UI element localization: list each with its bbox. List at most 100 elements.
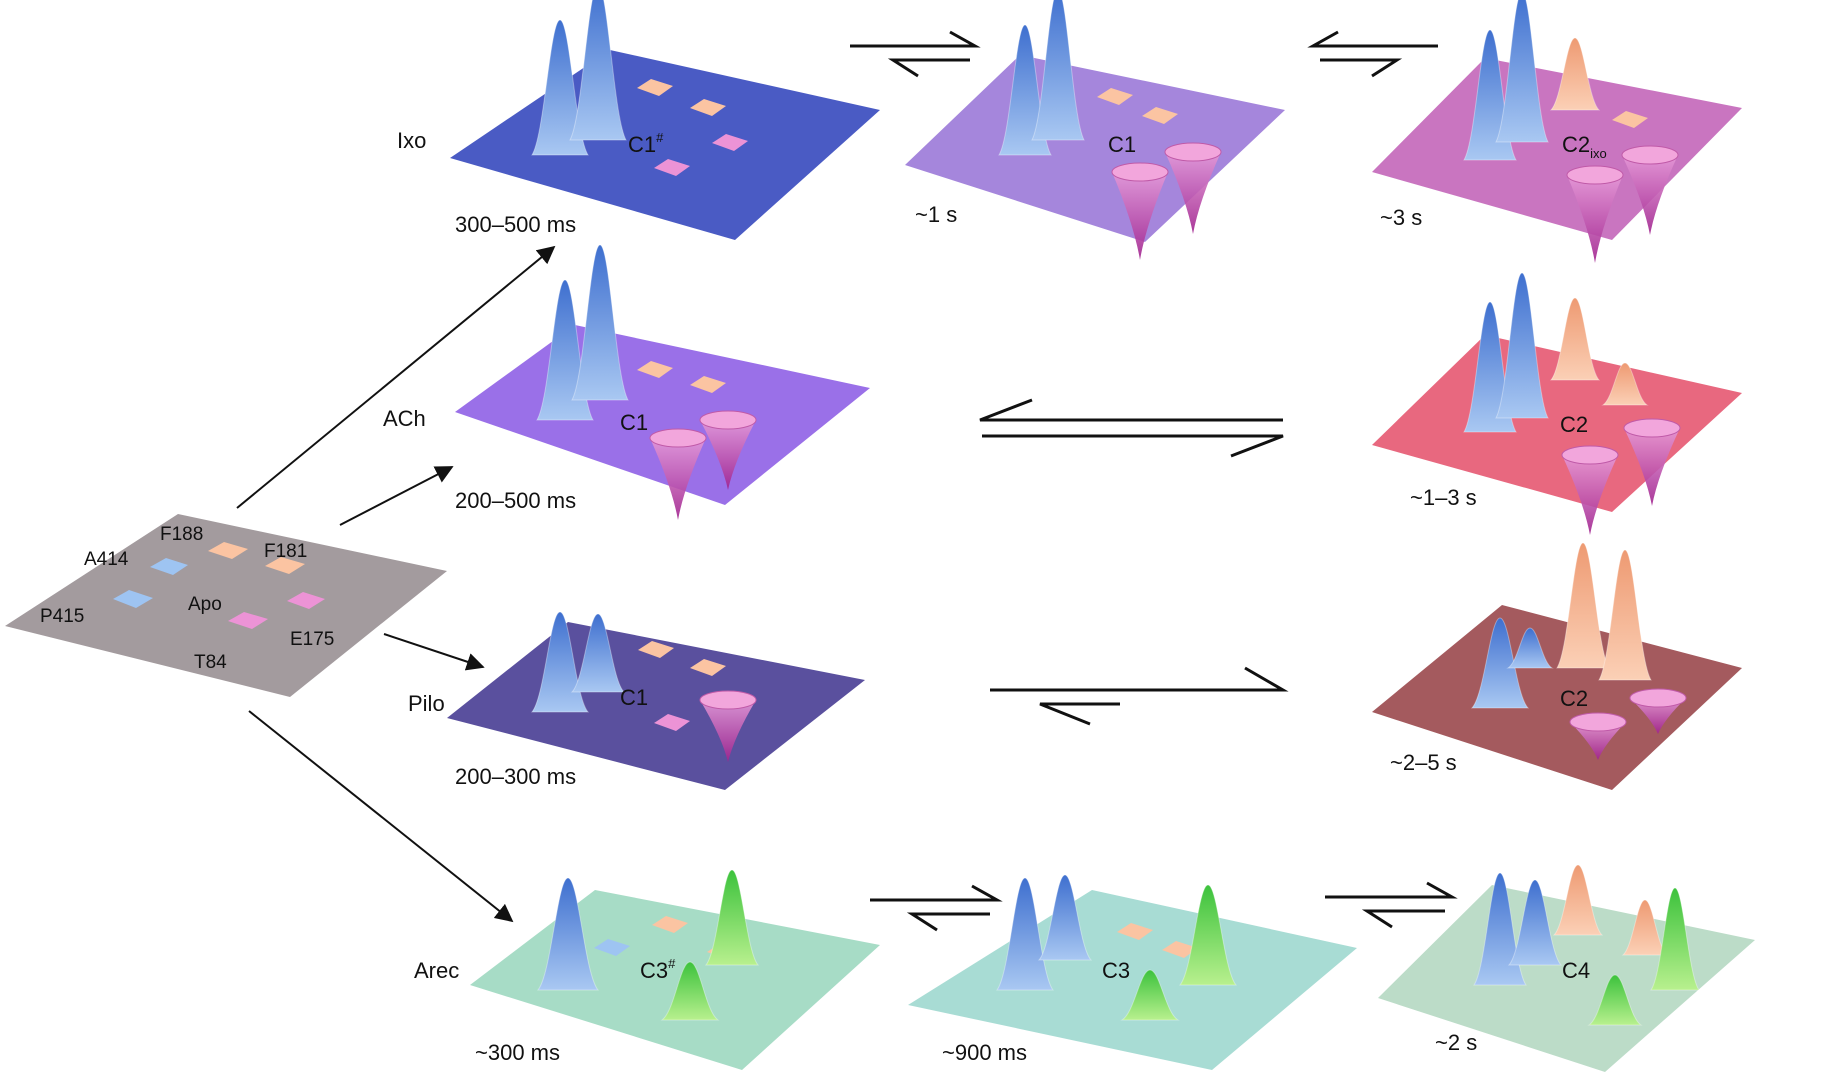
label-f188: F188 [160,524,203,545]
panel-pilo2-peak-3 [1598,549,1652,681]
state-text: C3 [640,958,668,983]
panel-pilo2-peak-2 [1556,542,1610,669]
label-t84: T84 [194,652,227,673]
panel-ach1-patch-1 [690,376,726,393]
panel-ixo2-well-0-rim [1111,162,1169,182]
panel-ach2-well-1 [1624,428,1680,506]
panel-arec1-time-label: ~300 ms [475,1040,560,1065]
panel-arec2-time-label: ~900 ms [942,1040,1027,1065]
panel-ach2-well-0 [1562,455,1618,535]
panel-ixo2-peak-1 [1031,0,1085,141]
panel-ach1-well-0 [650,438,706,520]
ligand-label-ixo: Ixo [397,128,426,153]
panel-pilo2-time-label: ~2–5 s [1390,750,1457,775]
panel-pilo1-peak-0 [530,611,590,713]
panel-arec3-plane [1378,885,1755,1072]
panel-ixo1-patch-0 [637,79,673,96]
panel-ixo3-peak-2 [1549,37,1601,111]
panel-ixo2-well-0 [1112,172,1168,260]
eq-ixo-2-3 [1307,30,1438,78]
panel-arec3-state-label: C4 [1562,958,1590,983]
state-text: C1 [1108,132,1136,157]
panel-ixo3-well-0 [1567,175,1623,263]
eq-ach [979,398,1284,458]
panel-arec3-time-label: ~2 s [1435,1030,1477,1055]
eq-arec-1-2 [870,884,1003,932]
state-text: C2 [1562,132,1590,157]
panel-arec2-peak-3 [1120,969,1180,1021]
patch-f181 [265,557,305,574]
panel-ixo1-peak-1 [569,0,627,141]
patch-t84 [228,612,268,629]
label-p415: P415 [40,606,84,627]
panel-ixo2-patch-1 [1142,107,1178,124]
patch-p415 [113,590,153,608]
panel-arec3-peak-5 [1587,974,1643,1026]
arrow-to-ach [339,466,454,526]
panel-ixo1-patch-1 [690,99,726,116]
panel-arec3-peak-2 [1552,864,1604,936]
panel-pilo2-plane [1372,605,1742,790]
panel-arec3-peak-4 [1650,887,1700,991]
panel-arec2-peak-1 [1037,874,1093,961]
state-text: C3 [1102,958,1130,983]
panel-ixo2-state-label: C1 [1108,132,1136,157]
panel-ixo3-time-label: ~3 s [1380,205,1422,230]
panel-pilo2-well-1 [1630,698,1686,734]
eq-ixo-1-2 [850,30,981,78]
state-text: C1 [628,132,656,157]
panel-arec3-peak-3 [1621,899,1669,956]
panel-arec2: C3 ~900 ms [908,874,1357,1070]
ligand-label-ach: ACh [383,406,426,431]
panel-pilo1-patch-1 [690,659,726,676]
panel-ach2: C2 ~1–3 s [1372,272,1742,535]
label-apo: Apo [188,594,222,615]
panel-ach1-well-0-rim [649,428,707,448]
panel-pilo1-patch-0 [638,641,674,658]
arrow-to-pilo [383,633,485,671]
panel-ach2-well-1-rim [1623,418,1681,438]
panel-pilo2-peak-0 [1470,617,1530,709]
panel-pilo1-patch-2 [654,714,690,731]
patch-e175 [287,592,325,609]
panel-arec1-state-label: C3# [640,956,676,983]
panel-arec2-peak-2 [1178,884,1238,986]
panel-pilo2-peak-1 [1506,627,1554,669]
apo-panel: A414 F188 F181 P415 Apo E175 T84 [5,514,447,697]
panel-ach1-time-label: 200–500 ms [455,488,576,513]
panel-pilo1-peak-1 [570,613,626,693]
state-text: C4 [1562,958,1590,983]
arrow-to-arec [248,710,514,923]
panel-ixo3-plane [1372,58,1742,240]
panel-ach1-state-label: C1 [620,410,648,435]
panel-arec1-peak-1 [704,869,760,966]
panel-arec2-patch-0 [1117,923,1153,940]
panel-ixo3: C2ixo ~3 s [1372,0,1742,263]
panel-arec1-patch-0 [652,916,688,933]
patch-a414 [150,558,188,575]
state-text: C2 [1560,412,1588,437]
state-text: C1 [620,685,648,710]
label-e175: E175 [290,629,334,650]
panel-ach2-time-label: ~1–3 s [1410,485,1477,510]
panel-pilo1-state-label: C1 [620,685,648,710]
panel-ixo2: C1 ~1 s [905,0,1285,260]
panel-arec1-peak-0 [536,877,600,991]
panel-ach2-peak-1 [1495,272,1549,419]
panel-ixo2-well-1 [1165,152,1221,234]
panel-ach2-peak-3 [1601,362,1649,406]
panel-ach2-peak-2 [1549,297,1601,381]
panel-arec1: C3# ~300 ms [470,869,880,1070]
panel-arec1-peak-2 [660,961,720,1021]
panel-arec1-patch-1 [594,939,630,956]
panel-arec2-state-label: C3 [1102,958,1130,983]
panel-ixo2-time-label: ~1 s [915,202,957,227]
equilibrium-arrows [850,30,1458,932]
panel-ixo1-patch-2 [712,134,748,151]
panel-ach1-peak-1 [571,244,629,401]
patch-f188 [208,542,248,559]
eq-arec-2-3 [1325,881,1458,929]
panel-ixo3-well-1-rim [1621,145,1679,165]
panel-ixo3-state-label: C2ixo [1562,132,1607,161]
